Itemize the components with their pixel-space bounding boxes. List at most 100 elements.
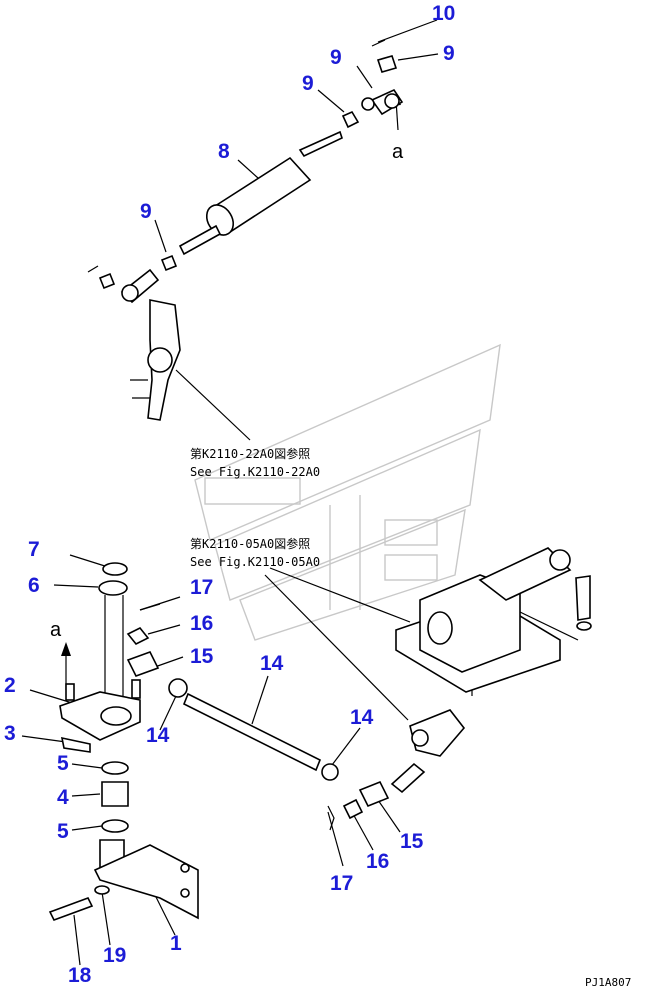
callout-9-mid: 9 bbox=[140, 200, 152, 223]
rod-end-15-right bbox=[358, 780, 390, 808]
lever-2 bbox=[59, 691, 141, 741]
nut-9-mid bbox=[160, 254, 178, 272]
callout-12: 10 bbox=[432, 2, 455, 25]
bracket-hole-2 bbox=[180, 888, 190, 898]
nut-bottom bbox=[98, 272, 116, 290]
callout-10: 9 bbox=[330, 46, 342, 69]
washer-right bbox=[576, 621, 592, 631]
callout-19: 19 bbox=[103, 944, 126, 967]
leader-10 bbox=[356, 65, 373, 89]
bracket-1 bbox=[93, 844, 199, 920]
leader-ref-lower-a bbox=[269, 567, 411, 623]
nut-11 bbox=[376, 55, 398, 73]
housing-bore bbox=[427, 611, 453, 645]
callout-7: 7 bbox=[28, 538, 40, 561]
callout-15-right: 15 bbox=[400, 830, 424, 853]
callout-11: 9 bbox=[443, 42, 455, 65]
callout-labels: 10 9 9 9 8 9 7 6 17 16 15 14 2 3 14 14 5… bbox=[4, 2, 455, 987]
pin-12 bbox=[371, 39, 386, 47]
housing-block bbox=[419, 574, 521, 673]
callout-16-right: 16 bbox=[366, 850, 389, 873]
leader-6 bbox=[53, 584, 99, 588]
callout-14-left: 14 bbox=[146, 724, 170, 747]
leader-8 bbox=[237, 159, 259, 179]
washer-6 bbox=[98, 580, 128, 596]
nut-9-top bbox=[341, 110, 360, 129]
pedal-assembly bbox=[390, 547, 592, 794]
pin-17-right bbox=[327, 805, 335, 831]
leader-14-left bbox=[159, 695, 177, 731]
leader-3 bbox=[21, 735, 67, 743]
callout-8: 8 bbox=[218, 140, 230, 163]
bolt-leader bbox=[519, 611, 579, 641]
leader-1 bbox=[154, 894, 176, 936]
rod-end-15 bbox=[126, 651, 160, 677]
callout-17-right: 17 bbox=[330, 872, 353, 895]
callout-2: 2 bbox=[4, 674, 16, 697]
watermark-logo bbox=[194, 343, 501, 641]
leader-4 bbox=[71, 793, 101, 797]
nut-14-right bbox=[321, 763, 339, 781]
leader-16-right bbox=[351, 811, 374, 851]
leader-15-right bbox=[377, 799, 401, 833]
leader-9-top bbox=[317, 89, 345, 113]
callout-15-left: 15 bbox=[190, 645, 214, 668]
threaded-rod-13 bbox=[182, 692, 322, 772]
washer-19 bbox=[94, 885, 110, 895]
leader-ref-lower-b bbox=[264, 574, 409, 721]
arrow-a-left-head bbox=[61, 642, 71, 656]
cylinder-end bbox=[549, 549, 571, 571]
pin-bottom bbox=[87, 265, 99, 273]
callout-13: 14 bbox=[260, 652, 284, 675]
link-rod bbox=[126, 603, 390, 831]
lever-2-pin-right bbox=[131, 679, 141, 699]
leader-5-lower bbox=[71, 825, 103, 831]
pedal-lever-eye bbox=[411, 729, 429, 747]
pin-17 bbox=[139, 603, 161, 611]
leader-18 bbox=[73, 914, 81, 966]
rod-end-eye bbox=[384, 93, 400, 109]
pedal-link bbox=[390, 762, 426, 794]
cross-reference-lower: 第K2110-05A0図参照 See Fig.K2110-05A0 bbox=[190, 536, 320, 569]
reference-lower-jp: 第K2110-05A0図参照 bbox=[190, 536, 310, 551]
nut-16-right bbox=[342, 798, 364, 820]
leader-5-upper bbox=[71, 763, 103, 769]
rod-thread-top bbox=[298, 130, 343, 158]
callout-17-left: 17 bbox=[190, 576, 213, 599]
leader-19 bbox=[101, 891, 111, 946]
lever-2-pin-left bbox=[65, 683, 75, 701]
leader-13 bbox=[251, 675, 269, 725]
upper-linkage bbox=[87, 39, 404, 421]
cylinder-body bbox=[478, 547, 572, 601]
bolt-3 bbox=[60, 736, 91, 753]
callout-14-right: 14 bbox=[350, 706, 374, 729]
leader-7 bbox=[69, 554, 109, 568]
bolt-right bbox=[575, 575, 591, 621]
callout-9-top: 9 bbox=[302, 72, 314, 95]
leader-ref-upper bbox=[175, 369, 251, 441]
callout-letter-a-left: a bbox=[50, 619, 62, 641]
rod-thread-bottom bbox=[178, 224, 222, 256]
reference-lower-en: See Fig.K2110-05A0 bbox=[190, 555, 320, 569]
bushing-5-lower bbox=[101, 819, 129, 833]
figure-code: PJ1A807 bbox=[585, 976, 631, 989]
bolt-18 bbox=[48, 897, 94, 921]
callout-letter-a-top: a bbox=[392, 141, 404, 163]
callout-16-left: 16 bbox=[190, 612, 213, 635]
snap-ring-7 bbox=[102, 562, 128, 576]
bracket-hole-1 bbox=[180, 863, 190, 873]
pivot-assembly bbox=[48, 562, 199, 921]
leader-16 bbox=[147, 624, 181, 635]
leader-14-right bbox=[331, 727, 361, 766]
callout-6: 6 bbox=[28, 574, 40, 597]
cross-reference-upper: 第K2110-22A0図参照 See Fig.K2110-22A0 bbox=[190, 446, 320, 479]
callout-5-lower: 5 bbox=[57, 820, 69, 843]
rod-end-bottom-eye bbox=[121, 284, 139, 302]
lever-2-boss bbox=[100, 706, 132, 726]
collar-4 bbox=[101, 781, 129, 807]
bushing-5-upper bbox=[101, 761, 129, 775]
leader-17-right bbox=[327, 811, 344, 867]
callout-1: 1 bbox=[170, 932, 182, 955]
callout-3: 3 bbox=[4, 722, 16, 745]
